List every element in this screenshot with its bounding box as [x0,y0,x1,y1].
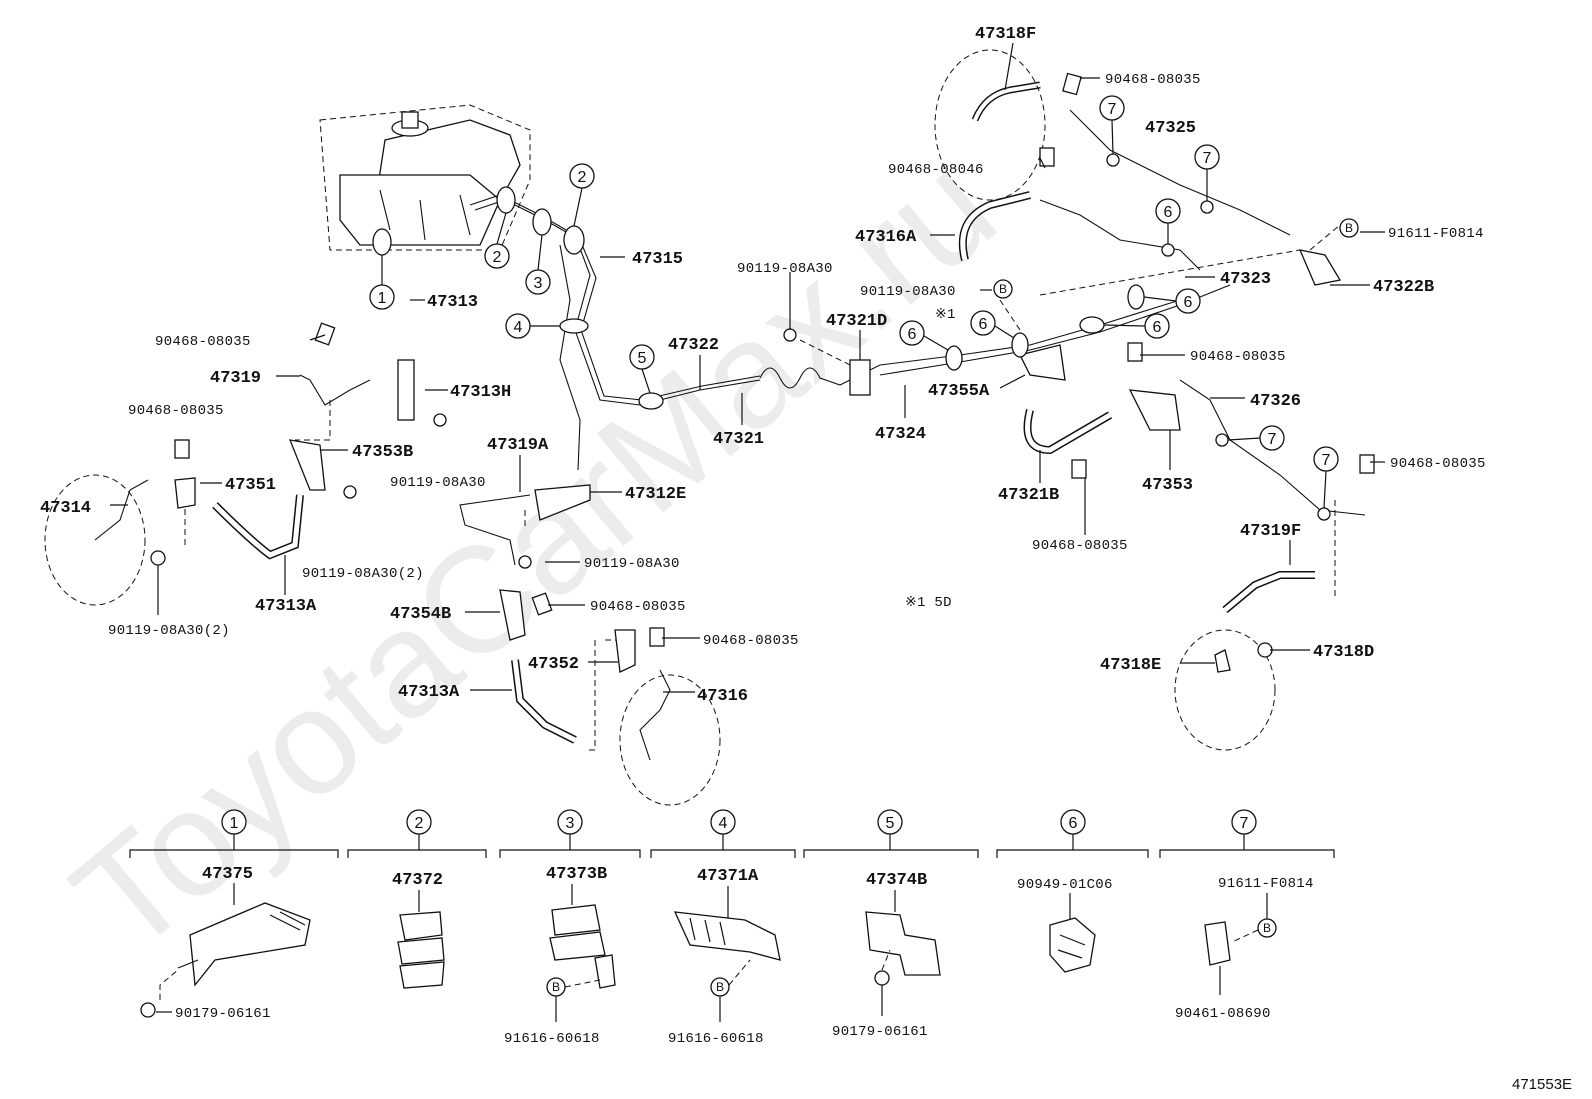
svg-text:2: 2 [493,249,502,266]
label-47318E: 47318E [1100,656,1161,675]
svg-text:6: 6 [1164,204,1173,221]
svg-text:7: 7 [1268,431,1277,448]
label-47326: 47326 [1250,392,1301,411]
label-47324: 47324 [875,425,926,444]
legend-part-47372: 47372 [392,871,443,890]
legend-part-91611-F0814: 91611-F0814 [1218,876,1314,892]
label-47319A: 47319A [487,436,549,455]
label-90119-08A30: 90119-08A30 [860,284,956,300]
note-5d: ※1 5D [905,595,952,611]
legend-sub-90179-06161: 90179-06161 [832,1024,928,1040]
svg-text:7: 7 [1203,150,1212,167]
svg-text:B: B [1345,221,1353,235]
callout-labels: 47318F 90468-08035 47325 90468-08046 916… [40,25,1486,706]
label-47318D: 47318D [1313,643,1374,662]
diagram-id: 471553E [1512,1076,1572,1093]
legend-num-2: 2 [415,815,424,832]
svg-text:B: B [999,282,1007,296]
label-47322B: 47322B [1373,278,1434,297]
label-47321D: 47321D [826,312,887,331]
svg-text:6: 6 [1153,319,1162,336]
label-47318F: 47318F [975,25,1036,44]
watermark: ToyotaCarMax.ru [43,122,1026,985]
label-90468-08035: 90468-08035 [1105,72,1201,88]
label-47314: 47314 [40,499,91,518]
svg-text:7: 7 [1322,452,1331,469]
svg-text:6: 6 [1184,294,1193,311]
label-47321B: 47321B [998,486,1059,505]
label-90468-08046: 90468-08046 [888,162,984,178]
note-marker: ※1 [935,307,956,323]
label-47316A: 47316A [855,228,917,247]
legend-part-47373B: 47373B [546,865,607,884]
label-90119-08A30: 90119-08A30 [584,556,680,572]
svg-text:6: 6 [979,316,988,333]
label-90119-08A30-2: 90119-08A30(2) [108,623,230,639]
svg-text:1: 1 [378,290,387,307]
label-47353B: 47353B [352,443,413,462]
label-47319: 47319 [210,369,261,388]
label-90468-08035: 90468-08035 [1390,456,1486,472]
clamp-legend: 1 47375 90179-06161 2 47372 3 47373B B 9… [129,809,1335,1047]
label-47355A: 47355A [928,382,990,401]
label-90468-08035: 90468-08035 [703,633,799,649]
legend-num-6: 6 [1069,815,1078,832]
label-47323: 47323 [1220,270,1271,289]
label-47312E: 47312E [625,485,686,504]
svg-text:4: 4 [514,319,523,336]
label-47313A: 47313A [255,597,317,616]
label-47316: 47316 [697,687,748,706]
legend-part-47375: 47375 [202,865,253,884]
svg-text:7: 7 [1108,101,1117,118]
label-47325: 47325 [1145,119,1196,138]
label-47322: 47322 [668,336,719,355]
legend-num-5: 5 [886,815,895,832]
label-90468-08035: 90468-08035 [590,599,686,615]
label-47319F: 47319F [1240,522,1301,541]
label-91611-F0814: 91611-F0814 [1388,226,1484,242]
svg-text:B: B [552,980,560,994]
brake-lines-main [94,109,1366,761]
label-47351: 47351 [225,476,276,495]
legend-part-47374B: 47374B [866,871,927,890]
label-47313A: 47313A [398,683,460,702]
svg-text:3: 3 [534,275,543,292]
legend-sub-90461-08690: 90461-08690 [1175,1006,1271,1022]
label-47315: 47315 [632,250,683,269]
label-90119-08A30-2: 90119-08A30(2) [302,566,424,582]
legend-part-90949-01C06: 90949-01C06 [1017,877,1113,893]
legend-part-47371A: 47371A [697,867,759,886]
label-90468-08035: 90468-08035 [155,334,251,350]
legend-num-1: 1 [230,815,239,832]
callout-leaders [110,42,1385,693]
svg-text:6: 6 [908,326,917,343]
legend-sub-91616-60618: 91616-60618 [668,1031,764,1047]
label-47353: 47353 [1142,476,1193,495]
label-47352: 47352 [528,655,579,674]
flex-hoses [212,81,1315,744]
master-cylinder-reservoir [319,104,531,251]
label-90119-08A30: 90119-08A30 [737,261,833,277]
label-47313H: 47313H [450,383,511,402]
legend-sub-90179-06161: 90179-06161 [175,1006,271,1022]
label-90119-08A30: 90119-08A30 [390,475,486,491]
svg-text:B: B [716,980,724,994]
legend-sub-91616-60618: 91616-60618 [504,1031,600,1047]
label-47321: 47321 [713,430,764,449]
svg-text:5: 5 [638,350,647,367]
label-47354B: 47354B [390,605,451,624]
label-90468-08035: 90468-08035 [128,403,224,419]
legend-num-7: 7 [1240,815,1249,832]
wheel-outlines [44,49,1276,806]
svg-text:B: B [1263,921,1271,935]
legend-num-3: 3 [566,815,575,832]
label-90468-08035: 90468-08035 [1190,349,1286,365]
label-47313: 47313 [427,293,478,312]
svg-text:2: 2 [578,169,587,186]
legend-num-4: 4 [719,815,728,832]
index-circles: 1 2 3 2 4 5 6 6 6 6 6 7 7 7 7 B B [369,95,1359,509]
small-parts [150,72,1375,673]
label-90468-08035: 90468-08035 [1032,538,1128,554]
